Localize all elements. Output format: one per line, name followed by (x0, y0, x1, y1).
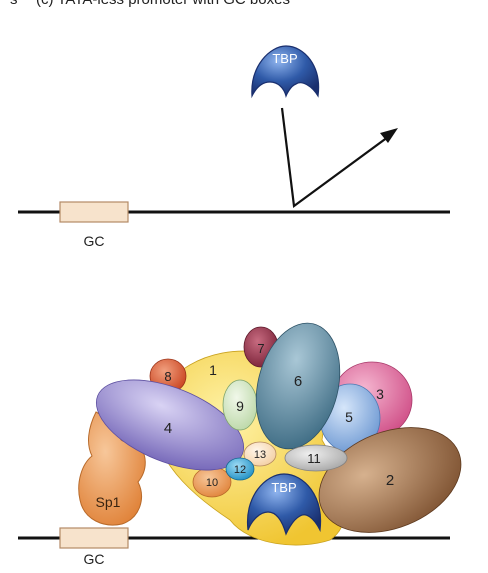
gc-box-top-label: GC (84, 233, 105, 249)
subunit-12 (225, 457, 255, 481)
tbp-bottom-label: TBP (271, 480, 296, 495)
header-left-fragment: s (10, 0, 18, 8)
tbp-protein-bottom (246, 473, 322, 536)
arrow-head (380, 128, 398, 143)
subunit-11-label: 11 (307, 451, 321, 466)
subunit-10-label: 10 (206, 477, 218, 489)
subunit-4 (95, 379, 245, 471)
subunit-8-label: 8 (164, 369, 171, 384)
subunit-2 (318, 427, 462, 533)
subunit-7-label: 7 (257, 341, 264, 356)
tbp-top-label: TBP (272, 51, 297, 66)
subunit-3-label: 3 (376, 386, 384, 402)
figure-caption: (c) TATA-less promoter with GC boxes (36, 0, 290, 8)
bottom-panel: GC Sp1 3 1 8 7 5 10 4 (18, 322, 462, 567)
gc-box-bottom (59, 527, 129, 549)
sp1-label: Sp1 (96, 494, 121, 510)
subunit-9-label: 9 (236, 398, 244, 414)
top-panel: GC TBP (18, 45, 450, 249)
subunit-1-label: 1 (209, 362, 217, 378)
subunit-12-label: 12 (234, 464, 246, 476)
subunit-4-label: 4 (164, 420, 172, 437)
subunit-5-label: 5 (345, 409, 353, 425)
subunit-11 (284, 444, 348, 472)
subunit-13-label: 13 (254, 449, 266, 461)
gc-box-top (59, 201, 129, 223)
subunit-13 (243, 441, 277, 467)
subunit-6 (255, 322, 341, 450)
transcription-start-arrow (280, 107, 393, 208)
tbp-protein-top (251, 45, 320, 99)
gc-box-bottom-label: GC (84, 551, 105, 567)
subunit-6-label: 6 (294, 373, 302, 390)
subunit-2-label: 2 (386, 472, 394, 489)
